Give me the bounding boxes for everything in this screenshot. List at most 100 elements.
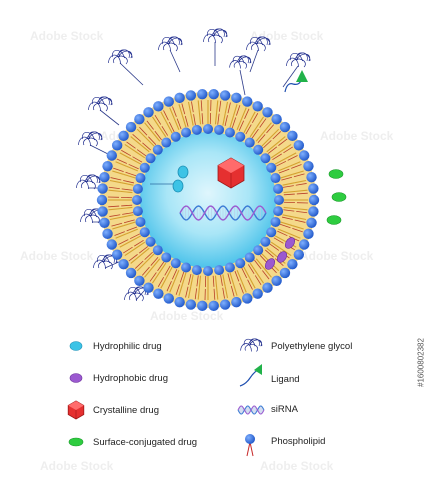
lipid-tail [220, 274, 223, 286]
phospholipid-head [306, 172, 317, 183]
phospholipid-head [118, 130, 129, 142]
phospholipid-head [262, 107, 273, 118]
lipid-tail [227, 102, 231, 114]
phospholipid-head [111, 249, 123, 260]
phospholipid-head [271, 114, 282, 125]
lipid-tail [136, 128, 147, 139]
lipid-tail [139, 126, 148, 136]
lipid-tail [109, 216, 122, 221]
legend-ligand-icon [239, 364, 262, 387]
lipid-tail [145, 253, 155, 263]
lipid-tail [257, 134, 266, 143]
lipid-tail [222, 113, 226, 126]
phospholipid-head [308, 206, 319, 217]
lipid-tail [261, 137, 271, 147]
legend-hydrophilic-label: Hydrophilic drug [93, 341, 162, 352]
lipid-tail [269, 128, 280, 139]
watermark-text: Adobe Stock [20, 249, 94, 263]
lipid-tail [222, 274, 226, 287]
phospholipid-head [270, 216, 281, 227]
surface-conjugated-drug [331, 192, 347, 202]
lipid-tail [154, 115, 162, 125]
lipid-tail [144, 122, 153, 133]
lipid-tail [172, 106, 177, 117]
lipid-tail [142, 142, 151, 151]
lipid-tail [263, 140, 272, 149]
lipid-tail [158, 126, 167, 138]
watermark-text: Adobe Stock [300, 249, 374, 263]
lipid-tail [229, 115, 235, 128]
phospholipid-head [235, 258, 246, 269]
lipid-tail [126, 226, 138, 232]
phospholipid-head [134, 114, 145, 125]
phospholipid-head [170, 131, 181, 142]
lipid-tail [134, 260, 144, 269]
legend-ligand-label: Ligand [271, 374, 300, 385]
phospholipid-head [152, 245, 163, 256]
lipid-tail [293, 173, 305, 178]
lipid-tail [236, 270, 243, 282]
phospholipid-head [252, 101, 263, 112]
phospholipid-head [135, 216, 146, 227]
phospholipid-head [161, 137, 172, 148]
lipid-tail [248, 277, 256, 289]
crystalline-drug [217, 157, 245, 189]
lipid-tail [112, 225, 124, 230]
lipid-tail [123, 221, 136, 227]
stock-id-strip: #1600802382 [412, 300, 426, 430]
phospholipid-head [143, 107, 154, 118]
peg-chain [286, 52, 311, 68]
lipid-tail [194, 288, 198, 300]
phospholipid-head [244, 252, 255, 263]
legend-icons [67, 338, 265, 457]
lipid-tail [278, 165, 290, 172]
lipid-tail [129, 233, 141, 240]
lipid-tail [123, 246, 133, 254]
phospholipid-head [197, 300, 208, 312]
phospholipid-head [303, 228, 314, 240]
lipid-tail [116, 158, 127, 164]
phospholipid-head [279, 267, 291, 279]
peg-stalk [169, 49, 181, 73]
phospholipid-head [287, 130, 298, 142]
legend-surface-label: Surface-conjugated drug [93, 437, 198, 448]
legend-phospholipid-label: Phospholipid [271, 436, 326, 447]
lipid-tail [160, 277, 168, 289]
lipid-tail [193, 114, 196, 126]
phospholipid-head [303, 160, 314, 172]
legend-peg-label: Polyethylene glycol [271, 341, 353, 352]
phospholipid-head [111, 140, 123, 151]
lipid-tail [280, 248, 292, 257]
lipid-tail [200, 100, 203, 112]
lipid-tail [278, 168, 290, 174]
phospholipid-head [308, 183, 319, 194]
lipid-tail [251, 113, 259, 124]
lipid-tail [244, 108, 250, 119]
lipid-tail [119, 152, 131, 160]
lipid-tail [171, 269, 178, 280]
legend-hydrophobic-label: Hydrophobic drug [93, 373, 168, 384]
lipid-tail [121, 182, 134, 186]
surface-conjugated-drug [328, 169, 344, 179]
phospholipid-head [260, 236, 271, 247]
lipid-tail [134, 239, 144, 247]
phospholipid-head [299, 150, 310, 161]
lipid-tail [158, 262, 167, 274]
phospholipid-head [253, 144, 264, 155]
lipid-tail [139, 247, 150, 257]
hydrophobic-drug [276, 251, 288, 263]
lipid-tail [275, 160, 287, 167]
lipid-tail [184, 115, 189, 127]
lipid-tail [138, 246, 149, 254]
lipid-tail [150, 257, 159, 266]
strand [237, 405, 265, 415]
strand [179, 205, 267, 221]
lipid-tail [291, 164, 302, 169]
lipid-tail [256, 116, 265, 128]
lipid-tail [292, 227, 303, 233]
lipid-tail [213, 288, 216, 300]
lipid-tail [263, 122, 272, 133]
lipid-tail [295, 208, 308, 211]
lipid-tail [151, 272, 160, 284]
